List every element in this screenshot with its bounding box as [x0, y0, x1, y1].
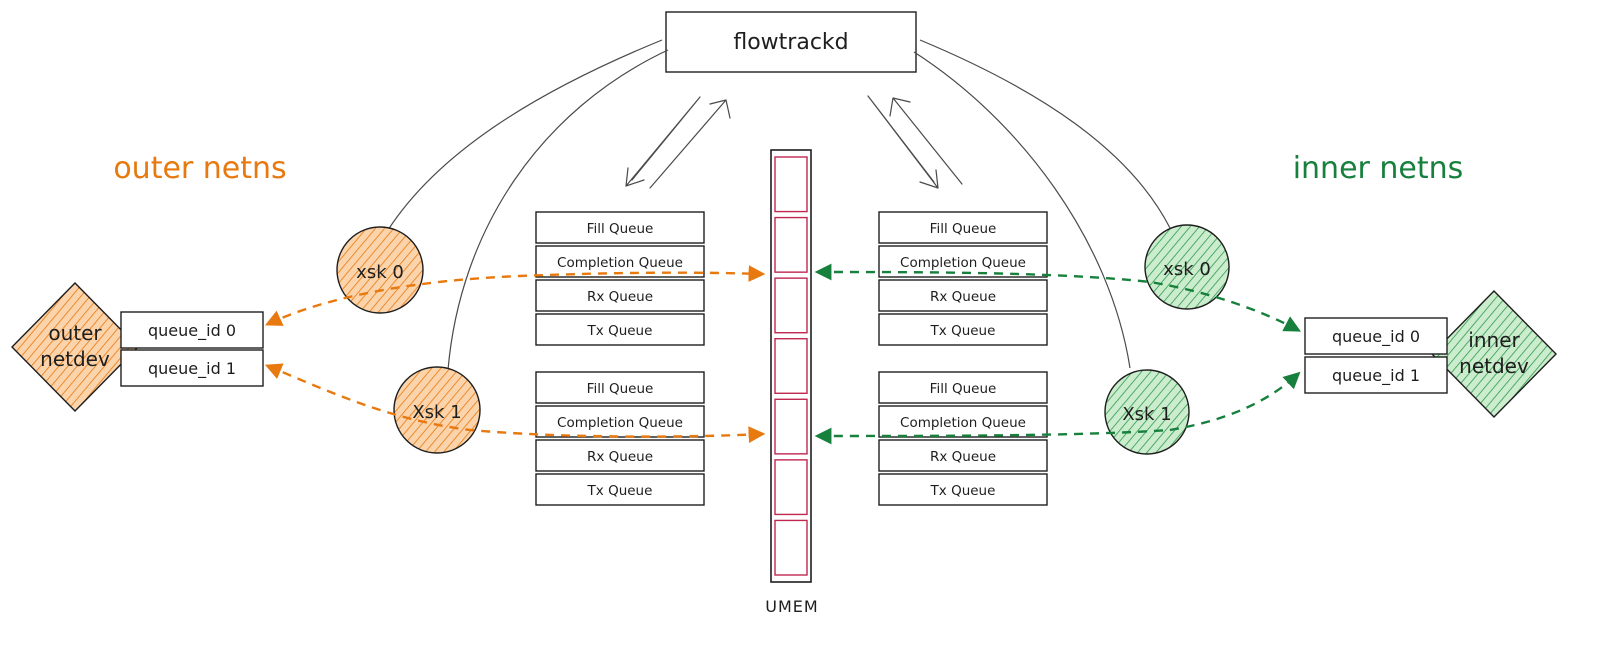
umem-slot [774, 398, 808, 455]
queue-label: Rx Queue [930, 289, 996, 305]
umem-slot [774, 277, 808, 334]
queue-label: Tx Queue [587, 323, 653, 339]
inner-xsk-0-label: xsk 0 [1163, 259, 1211, 280]
inner-netdev-line1: inner [1468, 328, 1520, 352]
umem-label: UMEM [765, 597, 818, 616]
outer-netdev-line1: outer [48, 321, 102, 345]
outer-path-xsk0 [264, 265, 766, 326]
queue-box [878, 439, 1048, 472]
outer-path-xsk1 [264, 363, 766, 444]
queue-box [535, 439, 705, 472]
queue-label: Completion Queue [900, 255, 1026, 271]
queue-box [878, 211, 1048, 244]
outer-queue-ids: queue_id 0 queue_id 1 [120, 311, 264, 387]
umem-slot [774, 338, 808, 394]
outer-netdev-line2: netdev [40, 347, 110, 371]
queue-label: Rx Queue [930, 449, 996, 465]
umem-slot [774, 216, 808, 273]
queue-label: Completion Queue [557, 415, 683, 431]
queue-label: Tx Queue [587, 483, 653, 499]
queue-label: Rx Queue [587, 449, 653, 465]
outer-data-paths [264, 265, 766, 444]
inner-queue-id-0: queue_id 0 [1332, 327, 1420, 347]
inner-data-paths [814, 263, 1301, 445]
umem: UMEM [765, 149, 818, 616]
connector-inner-xsk0 [919, 39, 1171, 229]
inner-netdev-line2: netdev [1459, 354, 1529, 378]
outer-xsk-1: Xsk 1 [393, 366, 481, 454]
inner-queue-id-1: queue_id 1 [1332, 366, 1420, 386]
outer-xsk-0: xsk 0 [336, 226, 424, 314]
queue-box [878, 473, 1048, 506]
queue-label: Fill Queue [587, 381, 654, 397]
inner-netdev: inner netdev [1431, 290, 1557, 418]
outer-queue-id-0: queue_id 0 [148, 321, 236, 341]
inner-path-xsk0 [814, 263, 1301, 332]
inner-xsk-1: Xsk 1 [1104, 369, 1190, 455]
queue-label: Rx Queue [587, 289, 653, 305]
umem-slot [774, 156, 808, 213]
queue-label: Fill Queue [930, 221, 997, 237]
double-arrow-right [867, 95, 963, 189]
queue-label: Fill Queue [587, 221, 654, 237]
queue-box [535, 211, 705, 244]
outer-netns-label: outer netns [113, 151, 286, 186]
outer-netdev: outer netdev [11, 282, 139, 412]
queue-label: Fill Queue [930, 381, 997, 397]
sync-arrows [625, 95, 963, 189]
umem-slot [774, 459, 808, 516]
queue-label: Completion Queue [557, 255, 683, 271]
queue-label: Tx Queue [930, 323, 996, 339]
inner-netns-label: inner netns [1293, 151, 1464, 186]
inner-queue-ids: queue_id 0 queue_id 1 [1304, 317, 1448, 394]
queue-box [535, 473, 705, 506]
umem-slots [774, 156, 808, 576]
outer-queue-id-1: queue_id 1 [148, 359, 236, 379]
inner-xsk-1-label: Xsk 1 [1122, 404, 1171, 425]
flowtrackd-label: flowtrackd [733, 30, 848, 55]
queue-label: Tx Queue [930, 483, 996, 499]
flowtrackd-node: flowtrackd [665, 11, 917, 73]
connector-outer-xsk0 [387, 39, 663, 231]
double-arrow-left [625, 96, 731, 189]
umem-slot [774, 519, 808, 576]
queue-label: Completion Queue [900, 415, 1026, 431]
outer-xsk-0-label: xsk 0 [356, 262, 404, 283]
